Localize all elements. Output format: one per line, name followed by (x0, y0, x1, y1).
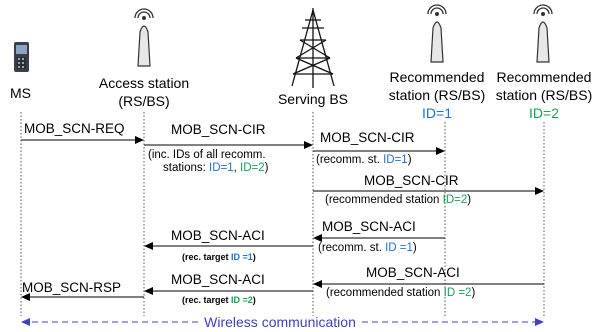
msg-label-6: MOB_SCN-ACI (171, 228, 265, 243)
msg-note-2-line1: (inc. IDs of all recomm. (148, 149, 266, 161)
msg-note-3: (recomm. st. ID=1) (316, 154, 412, 166)
msg-note-7: (recommended station ID =2) (326, 287, 475, 299)
msg-label-5: MOB_SCN-ACI (322, 219, 416, 234)
msg-label-2: MOB_SCN-CIR (171, 122, 266, 137)
antenna-icon (533, 4, 553, 63)
msg-note-5: (recomm. st. ID =1) (318, 242, 417, 254)
wireless-communication-label: Wireless communication (204, 314, 356, 330)
msg-label-1: MOB_SCN-REQ (24, 121, 125, 136)
msg-note-2-line2: stations: ID=1, ID=2) (163, 162, 269, 174)
mobile-phone-icon (14, 42, 29, 72)
recommended-station-2-label: Recommended (497, 69, 592, 85)
msg-label-9: MOB_SCN-RSP (22, 280, 121, 295)
msg-note-4: (recommended station ID=2) (325, 194, 471, 206)
recommended-station-1-id: ID=1 (422, 105, 452, 121)
ms-label: MS (10, 85, 31, 101)
serving-bs-label: Serving BS (278, 91, 348, 107)
msg-note-8: (rec. target ID =2) (182, 295, 256, 305)
antenna-icon (427, 4, 447, 63)
msg-label-7: MOB_SCN-ACI (366, 265, 460, 280)
recommended-station-1-type-label: station (RS/BS) (389, 87, 485, 103)
msg-label-8: MOB_SCN-ACI (171, 272, 265, 287)
msg-label-3: MOB_SCN-CIR (320, 130, 415, 145)
recommended-station-2-type-label: station (RS/BS) (496, 87, 592, 103)
access-station-label: Access station (99, 75, 189, 91)
tower-icon (291, 8, 335, 88)
msg-label-4: MOB_SCN-CIR (364, 173, 459, 188)
access-station-type-label: (RS/BS) (118, 93, 169, 109)
antenna-icon (134, 8, 154, 67)
msg-note-6: (rec. target ID =1) (182, 252, 256, 262)
recommended-station-1-label: Recommended (390, 69, 485, 85)
recommended-station-2-id: ID=2 (529, 105, 559, 121)
